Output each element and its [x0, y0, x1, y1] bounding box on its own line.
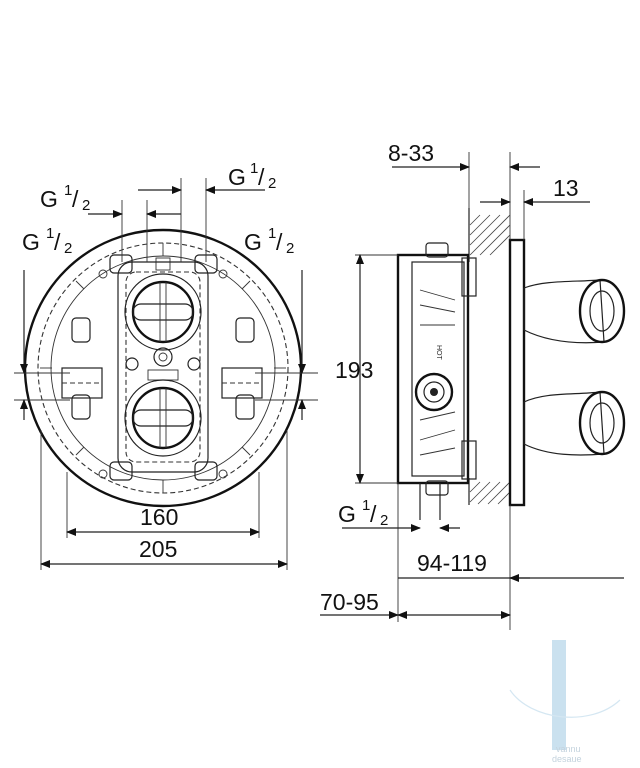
side-flange-plate [508, 238, 526, 507]
side-outlet-center [430, 388, 438, 396]
side-outlet-inner [423, 381, 445, 403]
label-inlet-top-right-base: G [228, 164, 246, 190]
watermark-bar [552, 640, 566, 750]
label-inlet-mid-left: G 1 / 2 [22, 225, 72, 257]
side-handle-bottom [523, 390, 626, 456]
side-screw-top [461, 257, 477, 297]
label-inlet-mid-right-base: G [244, 229, 262, 255]
label-inlet-top-left-num: 1 [64, 182, 72, 199]
label-outlet-base: G [338, 501, 356, 527]
side-screw-bottom [461, 440, 477, 480]
watermark-line1: vannu [556, 744, 581, 754]
side-handle-top [523, 278, 626, 344]
side-valve-body-inner [411, 261, 465, 477]
label-inlet-top-left: G 1 / 2 [40, 182, 90, 214]
label-inlet-mid-left-base: G [22, 229, 40, 255]
bottom-cartridge [124, 379, 202, 457]
label-depth-total: 70-95 [320, 589, 379, 615]
side-inlets [61, 367, 263, 399]
label-width-inner: 160 [140, 504, 178, 530]
side-valve-body [396, 253, 470, 485]
side-top-cap [425, 242, 449, 258]
radial-ribs [40, 243, 286, 493]
label-width-outer: 205 [139, 536, 177, 562]
label-inlet-top-right-num: 1 [250, 160, 258, 177]
label-inlet-mid-right-num: 1 [268, 225, 276, 242]
label-outlet-den: 2 [380, 512, 388, 529]
label-inlet-mid-left-den: 2 [64, 240, 72, 257]
side-internal-fins [419, 289, 456, 456]
front-view: G 1 / 2 G 1 / 2 G 1 / 2 G 1 / 2 160 205 [14, 160, 318, 570]
watermark: vannu desaue [509, 640, 621, 764]
fraction-slash: / [276, 229, 283, 255]
label-flange: 13 [553, 175, 579, 201]
fraction-slash: / [258, 164, 265, 190]
label-outlet-num: 1 [362, 497, 370, 514]
label-outlet: G 1 / 2 [338, 497, 388, 529]
top-cartridge [124, 273, 202, 351]
wall-hatch-left [468, 208, 511, 505]
mounting-lugs [71, 254, 255, 481]
label-inlet-mid-right: G 1 / 2 [244, 225, 294, 257]
fraction-slash: / [72, 186, 79, 212]
label-height: 193 [335, 357, 373, 383]
valve-body-inner [125, 271, 201, 463]
label-inlet-top-right: G 1 / 2 [228, 160, 276, 192]
label-inlet-mid-left-num: 1 [46, 225, 54, 242]
fraction-slash: / [370, 501, 377, 527]
label-inlet-top-right-den: 2 [268, 175, 276, 192]
side-dimension-lines [320, 163, 624, 619]
label-depth-outlet: 94-119 [417, 550, 487, 576]
side-bottom-cap [425, 480, 449, 496]
side-view: HOT [320, 140, 626, 630]
watermark-arc [509, 689, 621, 718]
valve-body [117, 261, 209, 473]
side-stamp: HOT [435, 345, 442, 361]
watermark-line2: desaue [552, 754, 582, 764]
label-inlet-mid-right-den: 2 [286, 240, 294, 257]
label-inlet-top-left-base: G [40, 186, 58, 212]
front-dimension-lines [20, 186, 306, 568]
label-inlet-top-left-den: 2 [82, 197, 90, 214]
fraction-slash: / [54, 229, 61, 255]
center-features [125, 347, 201, 381]
label-depth-wall: 8-33 [388, 140, 434, 166]
side-outlet-circle [414, 372, 454, 412]
